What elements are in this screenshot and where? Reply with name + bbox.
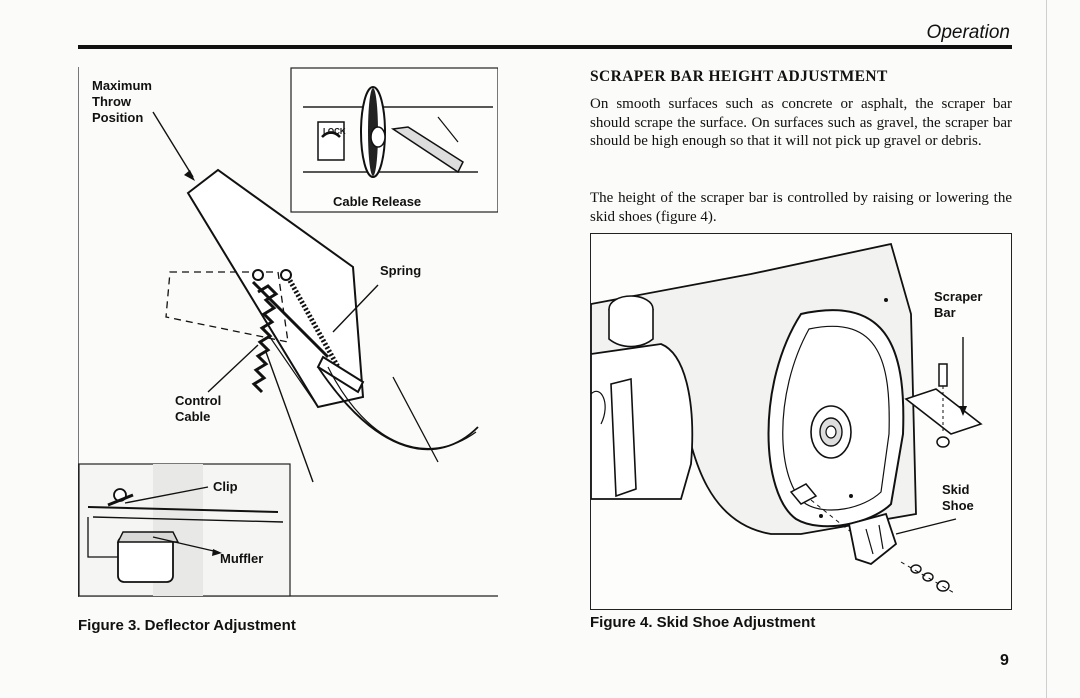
- auger-housing: [591, 242, 917, 535]
- clip-label: Clip: [213, 479, 238, 494]
- max-throw-label: Maximum Throw Position: [92, 78, 152, 125]
- lock-label: LOCK: [323, 127, 346, 136]
- paragraph-1: On smooth surfaces such as concrete or a…: [590, 96, 1012, 149]
- scraper-bar-label: Scraper Bar: [934, 289, 983, 320]
- skid-shoe-label: Skid Shoe: [942, 482, 974, 513]
- muffler-inset: [78, 463, 291, 597]
- muffler-label: Muffler: [220, 551, 264, 566]
- figure-3-caption: Figure 3. Deflector Adjustment: [78, 617, 296, 634]
- figure-4-caption: Figure 4. Skid Shoe Adjustment: [590, 614, 816, 631]
- cable-release-knob: [303, 86, 493, 178]
- paragraph-2: The height of the scraper bar is control…: [590, 190, 1012, 225]
- cable-release-label: Cable Release: [333, 194, 422, 209]
- figure-3-deflector-illustration: Maximum Throw Position LOCK Cable Releas…: [78, 67, 498, 597]
- snowthrower-housing-drawing: [591, 242, 983, 595]
- deflector-chute: [165, 168, 479, 463]
- page-edge-line: [1046, 0, 1047, 698]
- max-throw-leader: [152, 111, 194, 178]
- figure-4-skid-shoe-illustration: Scraper Bar Skid Shoe: [590, 233, 1012, 610]
- deflector-drawing: [78, 67, 498, 597]
- spring-label: Spring: [380, 263, 422, 278]
- page-number: 9: [1000, 652, 1009, 669]
- skid-shoe-parts: [789, 483, 957, 595]
- spring-leader: [332, 284, 379, 333]
- control-cable-leader: [207, 344, 259, 393]
- header-rule: [78, 45, 1012, 49]
- scraper-bar-parts: [904, 337, 983, 448]
- lock-tag: [317, 121, 345, 161]
- section-heading: SCRAPER BAR HEIGHT ADJUSTMENT: [590, 68, 888, 85]
- control-cable-label: Control Cable: [175, 393, 222, 424]
- section-title: Operation: [926, 22, 1010, 43]
